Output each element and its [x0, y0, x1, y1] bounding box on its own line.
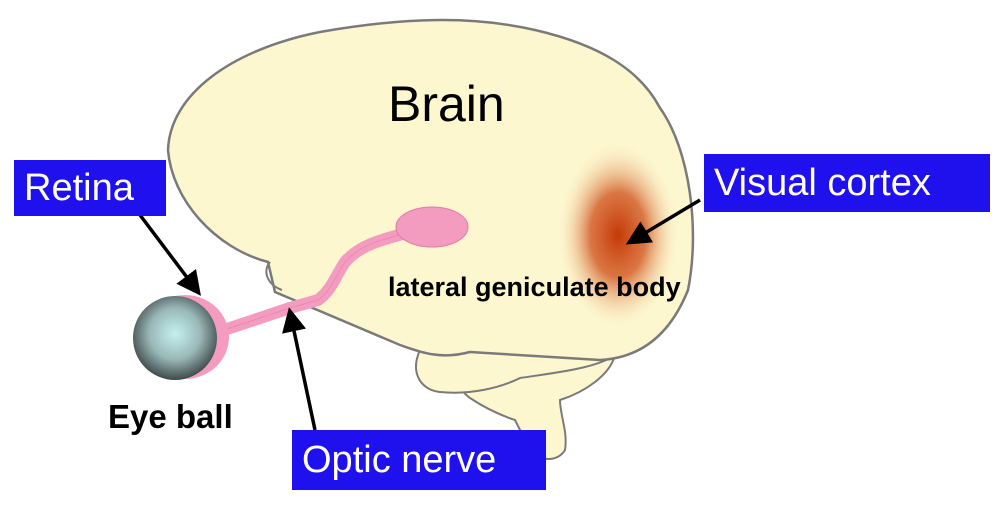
- visual-cortex-label: Visual cortex: [704, 154, 990, 212]
- retina-label: Retina: [14, 160, 166, 216]
- visual-cortex-region: [556, 140, 680, 330]
- optic-nerve-arrow: [282, 307, 317, 431]
- lateral-geniculate-body-label: lateral geniculate body: [388, 272, 681, 302]
- visual-cortex-arrow: [625, 198, 701, 245]
- retina-arrow: [138, 213, 201, 296]
- brain-title: Brain: [388, 76, 505, 132]
- lateral-geniculate-body: [395, 206, 469, 248]
- temporal-notch: [265, 261, 283, 291]
- brain-shape: [166, 18, 695, 362]
- optic-nerve-label: Optic nerve: [292, 430, 546, 490]
- eyeball: [133, 296, 217, 380]
- eye-ball-label: Eye ball: [108, 398, 233, 435]
